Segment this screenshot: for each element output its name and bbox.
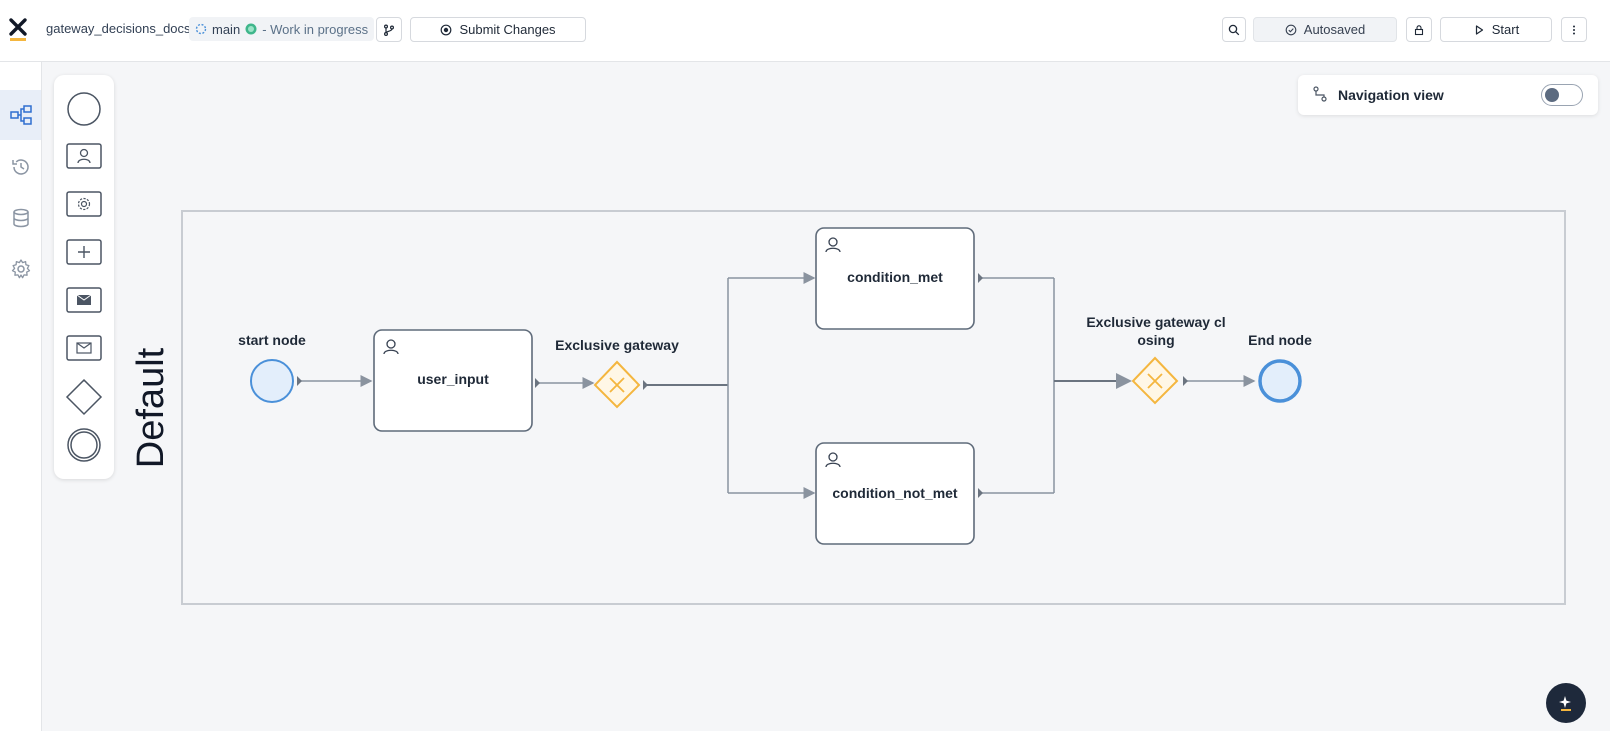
branch-name: main — [212, 21, 241, 37]
branch-loading-icon — [195, 23, 207, 35]
rail-item-settings[interactable] — [0, 244, 41, 294]
closing-gateway-label-line2: osing — [1137, 332, 1174, 348]
lock-icon — [1414, 24, 1424, 35]
task-label: user_input — [417, 371, 489, 387]
navigation-view-panel: Navigation view — [1298, 75, 1598, 115]
task-user-input[interactable]: user_input — [373, 329, 533, 432]
left-rail — [0, 62, 42, 731]
start-label: Start — [1491, 22, 1520, 37]
service-task-gear-icon — [66, 191, 102, 217]
git-branch-icon — [384, 24, 394, 36]
rail-item-process[interactable] — [0, 90, 41, 140]
app-logo-icon[interactable] — [8, 16, 28, 42]
exclusive-gateway[interactable] — [593, 360, 641, 409]
palette-end-event[interactable] — [64, 425, 104, 465]
exclusive-gateway-closing[interactable] — [1131, 356, 1179, 405]
navigation-view-label: Navigation view — [1338, 87, 1444, 103]
database-icon — [12, 208, 29, 228]
rail-item-data[interactable] — [0, 193, 41, 243]
subprocess-plus-icon — [66, 239, 102, 265]
play-icon — [1475, 24, 1483, 35]
search-icon — [1228, 24, 1240, 35]
end-event-label: End node — [1248, 332, 1312, 348]
user-task-icon — [66, 143, 102, 169]
send-message-icon — [66, 287, 102, 313]
sparkle-icon — [1559, 696, 1571, 711]
end-event-icon — [67, 428, 101, 462]
start-event-icon — [67, 92, 101, 126]
start-event-label: start node — [238, 332, 306, 348]
top-bar: gateway_decisions_docs main - Work in pr… — [0, 0, 1610, 62]
task-condition-met[interactable]: condition_met — [815, 227, 975, 330]
palette-start-event[interactable] — [64, 89, 104, 129]
ai-assistant-button[interactable] — [1546, 683, 1586, 723]
task-label: condition_met — [847, 269, 943, 285]
autosaved-label: Autosaved — [1303, 22, 1366, 37]
branch-status: - Work in progress — [262, 21, 369, 37]
navigation-view-toggle[interactable] — [1541, 84, 1583, 106]
more-vertical-icon — [1573, 25, 1575, 34]
palette-gateway[interactable] — [64, 377, 104, 417]
settings-gear-icon — [11, 259, 30, 279]
autosaved-indicator: Autosaved — [1253, 17, 1397, 42]
receive-message-icon — [66, 335, 102, 361]
user-task-icon — [825, 452, 841, 468]
rail-item-history[interactable] — [0, 142, 41, 192]
navigation-flow-icon — [1313, 86, 1327, 102]
end-event[interactable] — [1258, 359, 1302, 403]
task-label: condition_not_met — [832, 485, 958, 501]
check-circle-icon — [1285, 24, 1297, 35]
palette-user-task[interactable] — [64, 137, 104, 177]
branch-chip[interactable]: main - Work in progress — [189, 17, 375, 41]
pool-default[interactable] — [181, 210, 1566, 605]
gateway-x-icon — [1147, 373, 1163, 389]
gateway-x-icon — [609, 377, 625, 393]
submit-changes-label: Submit Changes — [459, 22, 556, 37]
palette-send-message[interactable] — [64, 281, 104, 321]
search-button[interactable] — [1222, 17, 1246, 42]
submit-changes-button[interactable]: Submit Changes — [410, 17, 586, 42]
user-task-icon — [383, 339, 399, 355]
process-diagram-icon — [9, 105, 32, 125]
gateway-diamond-icon — [65, 378, 103, 416]
start-event[interactable] — [250, 359, 294, 403]
toggle-knob — [1545, 88, 1559, 102]
status-check-icon — [245, 23, 257, 35]
more-options-button[interactable] — [1561, 17, 1587, 42]
branch-merge-button[interactable] — [376, 17, 402, 42]
task-condition-not-met[interactable]: condition_not_met — [815, 442, 975, 545]
closing-gateway-label-line1: Exclusive gateway cl — [1086, 314, 1225, 330]
palette-receive-message[interactable] — [64, 329, 104, 369]
element-palette — [54, 75, 114, 479]
user-task-icon — [825, 237, 841, 253]
lock-button[interactable] — [1406, 17, 1432, 42]
history-icon — [11, 159, 29, 175]
palette-service-task[interactable] — [64, 185, 104, 225]
project-name[interactable]: gateway_decisions_docs — [46, 21, 191, 36]
record-icon — [441, 24, 452, 35]
palette-subprocess[interactable] — [64, 233, 104, 273]
pool-label: Default — [130, 347, 172, 468]
gateway-label: Exclusive gateway — [555, 337, 679, 353]
start-button[interactable]: Start — [1440, 17, 1552, 42]
